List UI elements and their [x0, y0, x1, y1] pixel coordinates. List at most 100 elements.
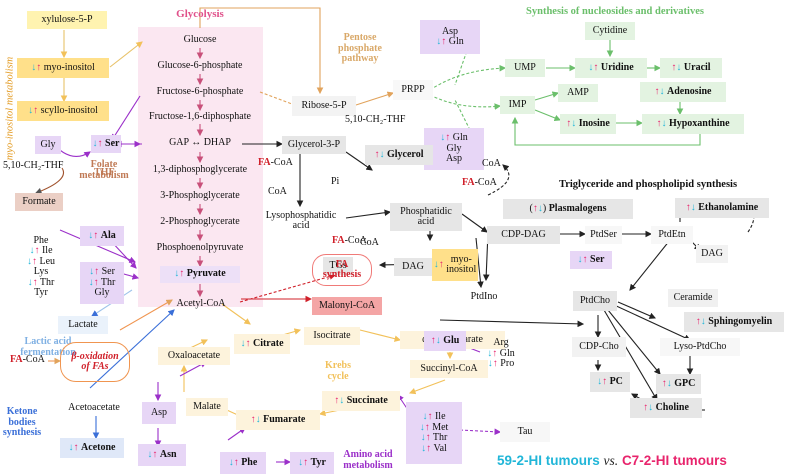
- node-pa: Phosphatidic acid: [390, 203, 462, 231]
- node-scylloinositol: ↓↑ scyllo-inositol: [17, 101, 109, 121]
- node-label: Isocitrate: [313, 329, 351, 341]
- node-label: PtdEtn: [658, 228, 686, 240]
- node-label: Tyr: [310, 456, 326, 468]
- node-label: Malate: [193, 400, 221, 412]
- node-label: Gly: [40, 138, 56, 150]
- node-label: Ser: [590, 253, 605, 265]
- node-change-arrows: ↓↑: [28, 104, 39, 116]
- node-change-arrows: ↓↑: [597, 375, 608, 387]
- node-label: Tau: [517, 425, 533, 437]
- node-aa-bottom: ↓↑ Ile ↓↑ Met ↓↑ Thr ↓↑ Val: [406, 402, 462, 464]
- node-label: TGs: [329, 259, 347, 271]
- legend-group-b: C7-2-HI tumours: [621, 453, 727, 468]
- node-succcoa: Succinyl-CoA: [410, 360, 488, 378]
- node-change-arrows: ↑↓: [656, 117, 667, 129]
- node-label: Ribose-5-P: [301, 99, 347, 111]
- node-asn: ↓↑ Asn: [138, 444, 186, 466]
- node-f16dp: Fructose-1,6-diphosphate: [140, 110, 260, 125]
- node-tau: Tau: [500, 422, 550, 442]
- node-glngly: ↓↑ Gln Gly Asp: [424, 128, 484, 170]
- node-label: Choline: [655, 401, 689, 413]
- node-xylulose: xylulose-5-P: [27, 11, 107, 29]
- node-malonyl: Malonyl-CoA: [312, 297, 382, 315]
- node-label: Phosphatidic acid: [400, 205, 452, 227]
- label-coa-2: CoA: [482, 158, 501, 169]
- node-label: AMP: [567, 86, 589, 98]
- node-label: Lysophosphatidic acid: [265, 209, 337, 231]
- node-label: scyllo-inositol: [40, 104, 98, 116]
- node-change-arrows: ↑↓: [685, 201, 696, 213]
- node-fa-synth: FA synthesis: [312, 254, 372, 286]
- node-label: Phe: [241, 456, 258, 468]
- node-aa-left: Phe ↓↑ Ile ↓↑ Leu Lys ↓↑ Thr Tyr: [19, 225, 63, 309]
- node-change-arrows: ↓↑: [31, 61, 42, 73]
- node-ribose5p: Ribose-5-P: [292, 96, 356, 116]
- node-label: Ser: [105, 137, 120, 149]
- node-lysoptdcho: Lyso-PtdCho: [660, 338, 740, 356]
- node-label: Uracil: [683, 61, 711, 73]
- node-isocitrate: Isocitrate: [304, 327, 360, 345]
- node-uridine: ↓↑ Uridine: [575, 58, 647, 78]
- node-gap: GAP ↔ DHAP: [158, 136, 242, 151]
- label-pi: Pi: [331, 176, 340, 187]
- pathway-title-lactic: Lactic acid fermentation: [20, 336, 76, 358]
- pathway-title-myo-inositol: myo-inositol metabolism: [4, 56, 16, 161]
- node-change-arrows: ↑↓: [250, 413, 261, 425]
- node-formate: Formate: [15, 193, 63, 211]
- node-change-arrows: ↓↑: [228, 456, 239, 468]
- node-label: Arg ↓↑ Gln ↓↑ Pro: [487, 337, 515, 370]
- node-label: β-oxidation of FAs: [71, 350, 119, 372]
- node-dag: DAG: [394, 258, 432, 276]
- node-glycerol3p: Glycerol-3-P: [282, 136, 346, 154]
- node-label: PRPP: [401, 83, 425, 95]
- node-adenosine: ↑↓ Adenosine: [640, 82, 726, 102]
- node-label: Lactate: [68, 318, 98, 330]
- node-change-arrows: ↑↓: [430, 334, 441, 346]
- node-label: Asp: [150, 406, 168, 418]
- node-myoinositol: ↓↑ myo-inositol: [17, 58, 109, 78]
- node-label: ↓↑ Gln Gly Asp: [440, 132, 468, 165]
- node-label: Hypoxanthine: [668, 117, 730, 129]
- node-g6p: Glucose-6-phosphate: [146, 59, 254, 74]
- node-label: Phosphoenolpyruvate: [156, 242, 244, 254]
- node-label: 3-Phosphoglycerate: [160, 190, 240, 202]
- label-facoa-1: FA-CoA: [258, 157, 293, 168]
- node-gly: Gly: [35, 136, 61, 154]
- node-change-arrows: ↑↓: [661, 377, 672, 389]
- node-label: Acetone: [81, 441, 116, 453]
- node-serthr: ↓↑ Ser ↓↑ Thr Gly: [80, 262, 124, 304]
- node-ser: ↓↑ Ser: [91, 135, 121, 153]
- pathway-title-krebs: Krebs cycle: [325, 360, 351, 382]
- node-pep: Phosphoenolpyruvate: [146, 241, 254, 256]
- node-label: Oxaloacetate: [167, 349, 221, 361]
- label-facoa-3: FA-CoA: [332, 235, 367, 246]
- node-cdpcho: CDP-Cho: [572, 337, 626, 357]
- node-acetylcoa: Acetyl-CoA: [170, 297, 232, 312]
- node-dag2: DAG: [696, 245, 728, 263]
- node-label: Malonyl-CoA: [318, 299, 376, 311]
- node-citrate: ↓↑ Citrate: [234, 334, 290, 354]
- node-label: IMP: [508, 98, 527, 110]
- node-thf-label: 5,10-CH₂-THF: [3, 158, 83, 174]
- node-change-arrows: (↑↓): [529, 202, 549, 214]
- node-label: Acetoacetate: [68, 401, 120, 413]
- pathway-title-pentose: Pentose phosphate pathway: [338, 32, 382, 64]
- node-label: Sphingomyelin: [708, 315, 773, 327]
- node-pc: ↓↑ PC: [590, 372, 630, 392]
- node-label: Glucose-6-phosphate: [157, 60, 243, 72]
- node-label: Plasmalogens: [548, 202, 607, 214]
- node-label: Fructose-1,6-diphosphate: [149, 111, 251, 123]
- node-label: GPC: [674, 377, 696, 389]
- node-label: GAP ↔ DHAP: [169, 137, 231, 149]
- node-change-arrows: ↓↑: [298, 456, 309, 468]
- node-label: Pyruvate: [186, 268, 226, 280]
- legend-group-a: 59-2-HI tumours: [497, 453, 600, 468]
- node-label: Phe ↓↑ Ile ↓↑ Leu Lys ↓↑ Thr Tyr: [26, 234, 56, 298]
- node-label: Asp ↓↑ Gln: [436, 25, 464, 47]
- node-label: Formate: [22, 195, 56, 207]
- pathway-title-glycolysis: Glycolysis: [176, 8, 224, 20]
- node-label: Glu: [443, 334, 460, 346]
- label-coa-3: CoA: [360, 237, 379, 248]
- pathway-title-folate: Folate metabolism: [79, 159, 129, 181]
